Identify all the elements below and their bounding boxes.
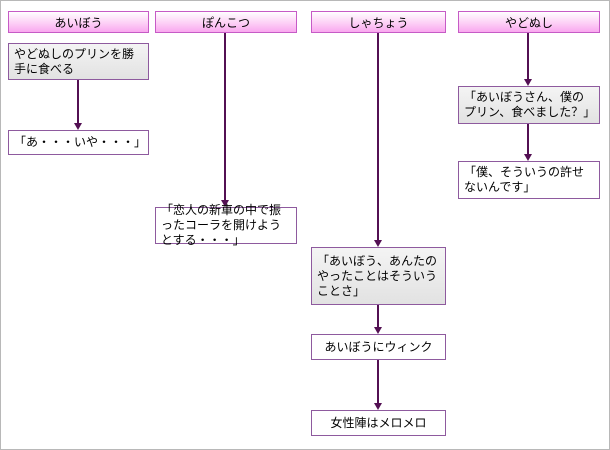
flow-box: 「恋人の新車の中で振ったコーラを開けようとする・・・」 [155, 203, 297, 247]
lane-header-ponkotsu: ぽんこつ [155, 11, 297, 33]
arrow-head-icon [74, 123, 82, 130]
flow-box: 「あ・・・いや・・・」 [8, 130, 149, 155]
arrow-line [527, 33, 529, 81]
arrow-head-icon [221, 200, 229, 207]
flow-box: 「僕、そういうの許せないんです」 [458, 161, 600, 199]
flow-arrow [374, 360, 383, 410]
arrow-head-icon [374, 403, 382, 410]
arrow-line [77, 80, 79, 125]
arrow-head-icon [374, 240, 382, 247]
flow-arrow [74, 80, 83, 130]
flow-box: 女性陣はメロメロ [311, 410, 446, 436]
flow-arrow [221, 33, 230, 207]
flow-arrow [524, 33, 533, 86]
flow-box: 「あいぼう、あんたのやったことはそういうことさ」 [311, 247, 446, 305]
lane-header-shachou: しゃちょう [311, 11, 446, 33]
flow-box: あいぼうにウィンク [311, 334, 446, 360]
flow-arrow [374, 33, 383, 247]
arrow-line [527, 124, 529, 156]
arrow-head-icon [374, 327, 382, 334]
arrow-line [377, 360, 379, 405]
arrow-head-icon [524, 154, 532, 161]
arrow-line [377, 305, 379, 329]
arrow-line [377, 33, 379, 242]
flow-arrow [374, 305, 383, 334]
arrow-head-icon [524, 79, 532, 86]
lane-header-yadonushi: やどぬし [458, 11, 600, 33]
flow-arrow [524, 124, 533, 161]
flow-box: 「あいぼうさん、僕のプリン、食べました？」 [458, 86, 600, 124]
flow-box: やどぬしのプリンを勝手に食べる [8, 43, 149, 80]
arrow-line [224, 33, 226, 202]
lane-header-aibou: あいぼう [8, 11, 149, 33]
